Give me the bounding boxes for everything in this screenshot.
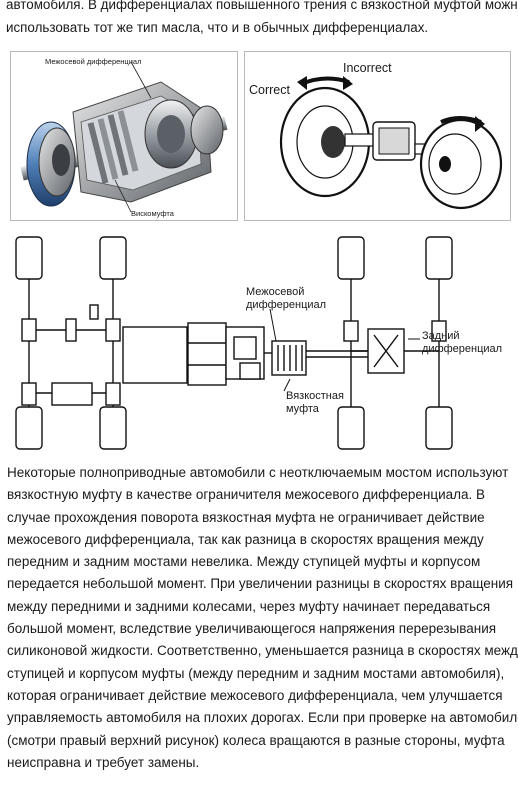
paragraph-line: ступицей и корпусом муфты (между передни… — [7, 665, 505, 681]
paragraph-line: случае прохождения поворота вязкостная м… — [7, 509, 485, 525]
cutaway-drawing: Межосевой дифференциал Вискомуфта — [20, 57, 228, 218]
paragraph-line: управляемость автомобиля на плохих дорог… — [7, 710, 518, 726]
right-wheel — [419, 118, 503, 210]
paragraph-line: между передними и задними колесами, чере… — [7, 598, 491, 614]
engine-block — [122, 322, 227, 386]
propeller-shaft — [306, 350, 368, 358]
rear-axle — [343, 279, 447, 407]
paragraph-line: неисправна и требует замены. — [7, 754, 200, 770]
paragraph-line: передается небольшой момент. При увеличе… — [7, 576, 514, 592]
incorrect-label: Incorrect — [343, 61, 392, 75]
paragraph-line: Некоторые полноприводные автомобили с не… — [7, 465, 509, 480]
front-left-wheel — [15, 236, 43, 450]
intro-line: автомобиля. В дифференциалах повышенного… — [6, 0, 518, 12]
rear-diff-label-line1: Задний — [422, 330, 460, 342]
front-right-wheel — [99, 236, 127, 450]
rotation-arrows-top — [297, 76, 353, 90]
paragraph-line: (смотри правый верхний рисунок) колеса в… — [7, 732, 505, 748]
paragraph-line: большой момент, вследствие увеличивающег… — [7, 621, 497, 637]
center-differential-cutaway-figure: Межосевой дифференциал Вискомуфта — [10, 51, 238, 221]
paragraph-line: межосевого дифференциала, так как разниц… — [7, 531, 484, 547]
rear-diff-label-line2: дифференциал — [422, 343, 502, 355]
chassis-labels: Межосевой дифференциал Задний дифференци… — [246, 286, 502, 415]
leader-lines — [114, 61, 152, 213]
intro-text: автомобиля. В дифференциалах повышенного… — [6, 0, 518, 39]
paragraph-line: передним и задним мостами невелика. Межд… — [7, 554, 481, 570]
transfer-case — [225, 326, 307, 380]
chassis-drawing: Межосевой дифференциал Задний дифференци… — [15, 236, 502, 450]
viscous-label-line2: муфта — [286, 403, 320, 415]
leader-lines — [269, 308, 420, 392]
description-paragraph: Некоторые полноприводные автомобили с не… — [7, 462, 518, 774]
left-wheel — [279, 86, 371, 198]
rear-right-wheel — [425, 236, 453, 450]
center-gear — [144, 99, 224, 169]
awd-chassis-schematic: Межосевой дифференциал Задний дифференци… — [8, 233, 514, 453]
rotation-drawing: Incorrect Correct — [249, 61, 503, 210]
viscous-plates — [87, 110, 139, 184]
rear-left-wheel — [337, 236, 365, 450]
center-diff-label-line2: дифференциал — [246, 299, 326, 311]
correct-label: Correct — [249, 83, 291, 97]
paragraph-line: вязкостную муфту в качестве ограничителя… — [7, 487, 486, 503]
viscous-label-line1: Вязкостная — [286, 390, 344, 402]
viscous-coupling-label: Вискомуфта — [131, 209, 175, 218]
wheel-rotation-check-figure: Incorrect Correct — [244, 51, 511, 221]
paragraph-line: силиконовой жидкости. Соответственно, ум… — [7, 643, 518, 659]
center-diff-label-line1: Межосевой — [246, 286, 304, 298]
left-gear — [26, 121, 76, 207]
rotation-arrow-right — [440, 116, 485, 132]
front-axle — [21, 279, 121, 407]
center-diff-label: Межосевой дифференциал — [45, 57, 141, 66]
paragraph-line: которая ограничивает действие межосевого… — [7, 687, 503, 703]
intro-line: использовать тот же тип масла, что и в о… — [6, 20, 429, 35]
